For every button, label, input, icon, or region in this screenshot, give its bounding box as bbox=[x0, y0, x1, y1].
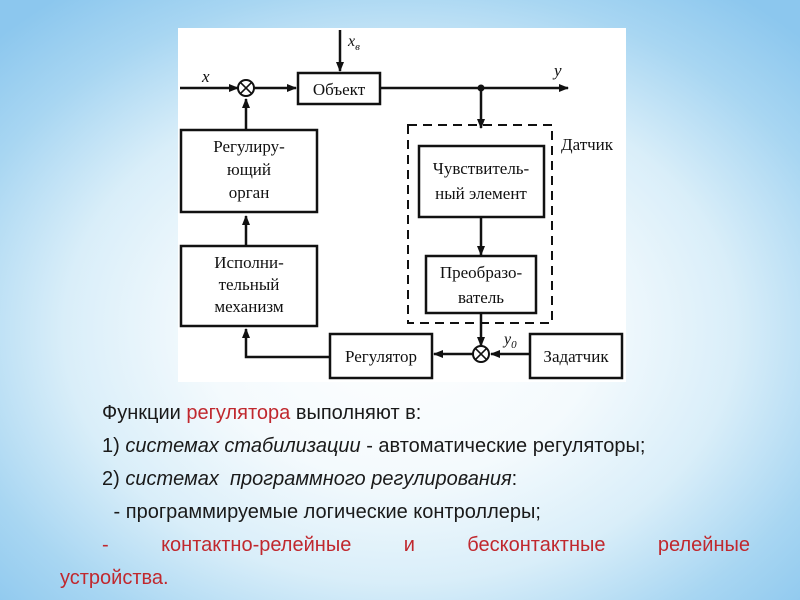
functions-text: Функции регулятора выполняют в: 1) систе… bbox=[60, 397, 750, 595]
text-line-5: - контактно-релейные и бесконтактные рел… bbox=[60, 529, 750, 562]
text-line-4: - программируемые логические контроллеры… bbox=[108, 501, 541, 523]
text-word: - bbox=[102, 534, 109, 556]
input-x-label: x bbox=[201, 67, 210, 86]
summing-junction-comparator bbox=[472, 345, 490, 363]
actuator-line1: Исполни- bbox=[214, 253, 284, 272]
regulating-organ-line1: Регулиру- bbox=[213, 137, 285, 156]
regulating-organ-line2: ющий bbox=[227, 160, 271, 179]
sensitive-element-block bbox=[417, 144, 546, 219]
program-regulation-systems: системах программного регулирования bbox=[125, 468, 512, 490]
text-span: : bbox=[511, 468, 518, 490]
text-word: контактно-релейные bbox=[161, 534, 352, 556]
text-word: релейные bbox=[657, 534, 750, 556]
block-diagram-svg: x xв Объект y Датчик Чувствитель- ный эл… bbox=[179, 30, 624, 380]
actuator-line3: механизм bbox=[214, 297, 284, 316]
setter-label: Задатчик bbox=[543, 347, 609, 366]
setter-block bbox=[528, 332, 624, 380]
regulator-highlight: регулятора bbox=[186, 402, 291, 424]
sensor-group-label: Датчик bbox=[561, 135, 614, 154]
converter-block bbox=[424, 254, 538, 315]
stabilization-systems: системах стабилизации bbox=[125, 435, 361, 457]
text-line-3: 2) системах программного регулирования: bbox=[60, 463, 750, 496]
text-line-2: 1) системах стабилизации - автоматически… bbox=[60, 430, 750, 463]
regulator-to-actuator-arrow bbox=[242, 328, 330, 359]
text-word: бесконтактные bbox=[467, 534, 606, 556]
sensitive-element-line2: ный элемент bbox=[435, 184, 527, 203]
text-span: Функции bbox=[102, 402, 187, 424]
sensitive-element-line1: Чувствитель- bbox=[433, 159, 530, 178]
setpoint-label: y0 bbox=[502, 331, 517, 351]
disturbance-label: xв bbox=[347, 33, 360, 53]
summing-junction-input bbox=[237, 79, 255, 97]
text-line-1: Функции регулятора выполняют в: bbox=[60, 397, 750, 430]
control-system-diagram: x xв Объект y Датчик Чувствитель- ный эл… bbox=[178, 28, 626, 382]
actuator-line2: тельный bbox=[219, 275, 280, 294]
actuator-block bbox=[179, 244, 319, 328]
output-y-label: y bbox=[552, 61, 562, 80]
converter-line2: ватель bbox=[458, 288, 504, 307]
regulating-organ-line3: орган bbox=[229, 183, 270, 202]
text-span: - автоматические регуляторы; bbox=[360, 435, 646, 457]
text-span: 2) bbox=[102, 468, 126, 490]
text-span: 1) bbox=[102, 435, 126, 457]
text-word: и bbox=[403, 534, 415, 556]
text-line-6: устройства. bbox=[60, 567, 169, 589]
object-label: Объект bbox=[313, 80, 366, 99]
regulator-label: Регулятор bbox=[345, 347, 417, 366]
object-block bbox=[296, 71, 382, 106]
converter-line1: Преобразо- bbox=[440, 263, 523, 282]
text-span: выполняют в: bbox=[290, 402, 422, 424]
regulating-organ-block bbox=[179, 128, 319, 214]
